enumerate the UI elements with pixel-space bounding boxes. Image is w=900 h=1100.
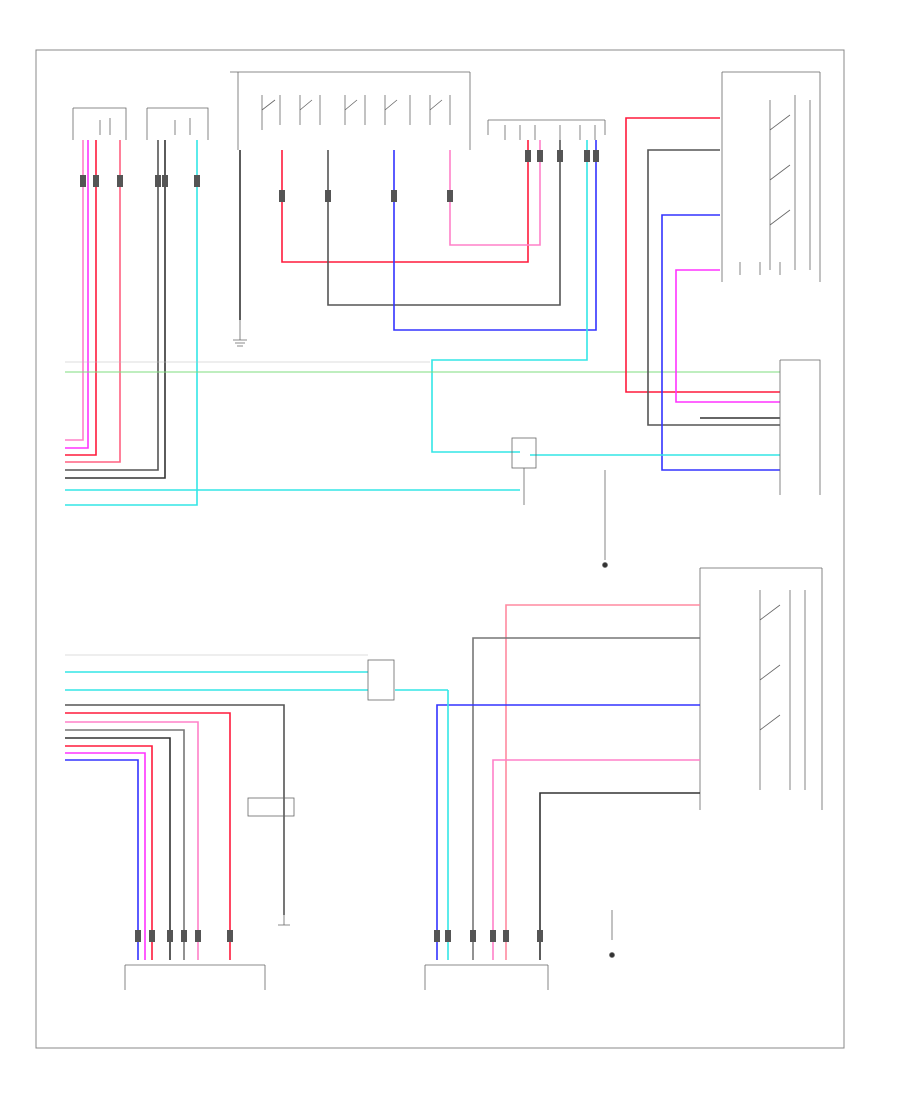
wire-red-6 (65, 745, 153, 960)
rear-right-wires (436, 604, 700, 960)
driver-switch-top (230, 71, 471, 150)
wire-gray-4 (472, 637, 700, 960)
diagram-frame (35, 49, 845, 1049)
lf-window-switch (247, 797, 295, 926)
wire-pink-4 (492, 759, 700, 960)
wire-magenta-1 (65, 140, 89, 449)
wire-pink-6 (65, 752, 146, 960)
lower-center-connector (367, 659, 395, 701)
wire-red-5 (65, 712, 231, 960)
ground-top-center (233, 320, 247, 347)
wire-red-2 (65, 140, 121, 463)
ground-right-center (602, 470, 608, 568)
wire-pink-3 (505, 604, 700, 960)
wire-black-1 (65, 140, 166, 479)
wire-blue-2 (661, 214, 780, 471)
center-connector (511, 437, 537, 505)
wire-pink-1 (65, 140, 84, 441)
wire-black-4 (539, 792, 700, 960)
wire-red-1 (65, 140, 97, 456)
ground-bottom-right (609, 910, 615, 958)
wire-gray-1 (65, 140, 159, 471)
right-wires (530, 117, 780, 471)
rh-mirror-unit (146, 107, 209, 140)
connector-marks (80, 150, 599, 942)
wire-blue-4 (65, 759, 139, 960)
rf-lock-connector (779, 359, 821, 495)
lf-window-unit (124, 964, 266, 990)
wire-cyan-2 (431, 140, 588, 453)
front-switch-center (487, 119, 606, 140)
lower-left-wires (65, 671, 448, 960)
wire-blue-3 (436, 704, 700, 960)
wire-gray-6 (65, 729, 185, 960)
wire-gray-3 (647, 149, 780, 426)
wire-blue-1 (393, 140, 597, 331)
wire-cyan-1 (65, 140, 198, 506)
wire-gray-5 (65, 704, 285, 915)
lr-window-switch (424, 964, 549, 990)
wire-gray-2 (327, 140, 561, 306)
wire-red-4 (625, 117, 780, 393)
wire-magenta-2 (675, 269, 780, 403)
rr-window-unit (699, 567, 823, 810)
rf-switch-box (721, 71, 821, 282)
lh-mirror-unit (72, 107, 127, 140)
wire-black-5 (65, 737, 171, 960)
wire-red-3 (281, 140, 529, 263)
mirror-wires (65, 140, 198, 506)
center-wires (239, 140, 597, 453)
wire-pink-5 (65, 721, 199, 960)
